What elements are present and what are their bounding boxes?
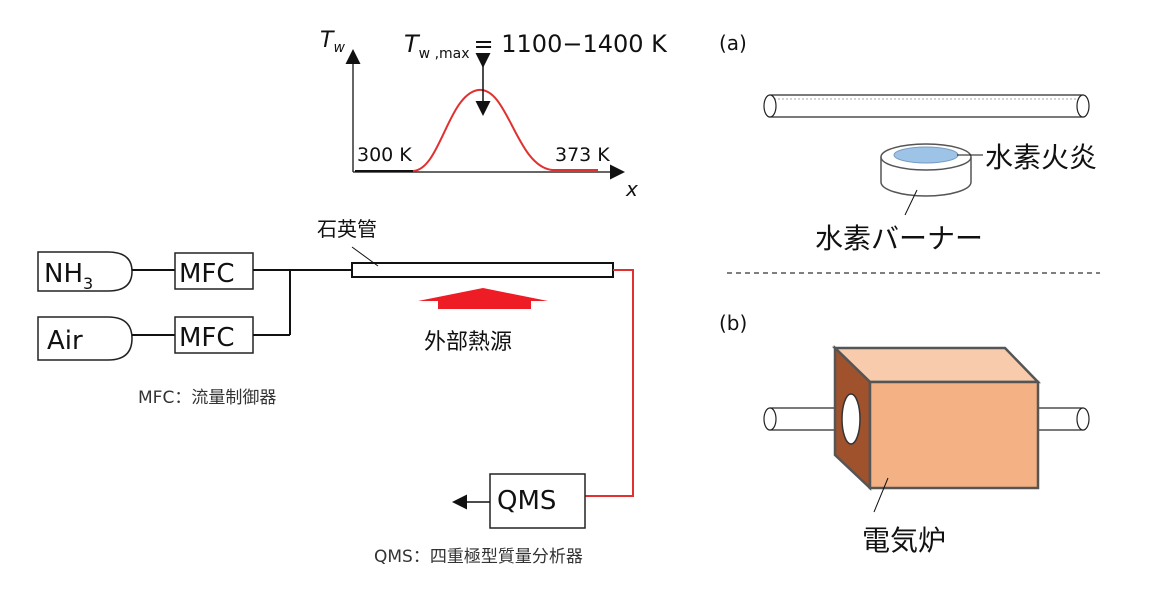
furnace-front-face — [868, 380, 1040, 490]
external-heat-arrow-base — [438, 301, 531, 309]
panel-b-tube-left — [769, 407, 841, 431]
air-gas-cylinder — [37, 316, 133, 361]
quartz-tube-leader — [351, 246, 379, 267]
nh3-gas-cylinder — [37, 251, 133, 292]
mfc-box-nh3 — [174, 252, 254, 290]
inlet-temperature-label: 300 K — [357, 144, 412, 166]
temperature-profile-plot: Tw x Tw ,max= 1100−1400 K 300 K 373 K — [320, 28, 668, 201]
plot-x-axis-label: x — [625, 177, 638, 201]
plot-y-axis-label: Tw — [320, 28, 345, 56]
mfc-box-air — [174, 316, 254, 354]
peak-temperature-label: Tw ,max= 1100−1400 K — [404, 30, 668, 62]
mfc-label-air: MFC — [179, 323, 235, 353]
air-label: Air — [47, 326, 83, 356]
hydrogen-burner-leader — [904, 189, 918, 216]
panel-b-tag: (b) — [719, 311, 747, 335]
mfc-caption: MFC：流量制御器 — [138, 388, 276, 408]
external-heat-arrow — [418, 288, 548, 301]
flow-schematic: NH3 Air MFC MFC MFC：流量制御器 石英管 外部熱源 QMS Q — [37, 217, 634, 567]
external-heat-label: 外部熱源 — [424, 330, 512, 355]
hydrogen-flame-label: 水素火炎 — [985, 141, 1097, 174]
qms-label: QMS — [497, 486, 556, 516]
hydrogen-flame — [893, 146, 959, 164]
panel-b-tube-end-left — [763, 407, 777, 431]
panel-a-tag: (a) — [719, 31, 747, 55]
nh3-label: NH3 — [44, 259, 93, 293]
quartz-tube — [351, 262, 614, 278]
panel-a-tube — [769, 94, 1084, 118]
panel-b-tube-right — [1037, 407, 1084, 431]
panel-a-tube-end-right — [1076, 94, 1090, 118]
quartz-tube-label: 石英管 — [317, 217, 377, 241]
panel-a-tube-end-left — [763, 94, 777, 118]
panel-b-tube-end-right — [1076, 407, 1090, 431]
qms-box — [489, 473, 586, 529]
panel-b-electric-furnace: (b) 電気炉 — [719, 311, 1090, 557]
furnace-leader — [873, 477, 889, 513]
furnace-opening — [841, 393, 861, 445]
mfc-label-nh3: MFC — [179, 259, 235, 289]
panel-a-hydrogen-burner: (a) 水素火炎 水素バーナー — [719, 31, 1097, 255]
furnace-label: 電気炉 — [862, 524, 946, 557]
hydrogen-burner-label: 水素バーナー — [815, 222, 983, 255]
qms-caption: QMS：四重極型質量分析器 — [374, 547, 583, 567]
outlet-line-to-qms — [585, 269, 634, 497]
outlet-temperature-label: 373 K — [555, 144, 610, 166]
